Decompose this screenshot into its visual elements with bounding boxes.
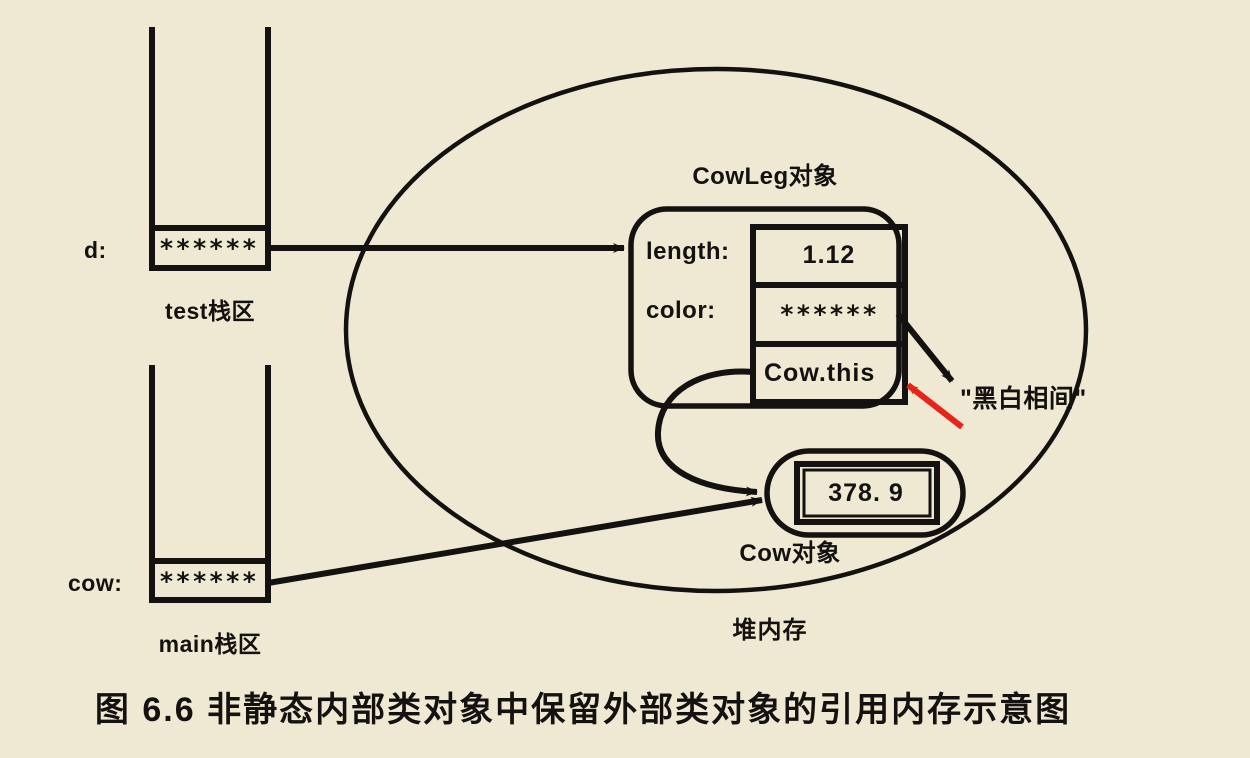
main-stack-shape <box>149 365 271 603</box>
cowleg-field-name-length: length: <box>646 238 730 265</box>
test-stack-slot-value: ****** <box>159 234 259 263</box>
cowleg-field-value-cowthis: Cow.this <box>764 359 876 387</box>
red-arrow-icon <box>906 382 964 430</box>
heap-boundary-ellipse <box>343 66 1089 594</box>
cowleg-object-title: CowLeg对象 <box>692 163 838 190</box>
arrow-cow-to-cowobject <box>267 496 763 586</box>
main-stack-variable-label: cow: <box>68 570 123 596</box>
cow-object-title: Cow对象 <box>739 540 841 567</box>
cow-object-value: 378. 9 <box>828 479 904 507</box>
test-stack-caption: test栈区 <box>165 298 255 324</box>
arrow-color-to-string <box>895 312 955 383</box>
cowleg-field-name-color: color: <box>646 297 716 324</box>
cowleg-field-table <box>750 224 908 405</box>
main-stack-caption: main栈区 <box>158 631 262 657</box>
cowleg-object-shape <box>628 206 902 409</box>
test-stack-variable-label: d: <box>84 237 107 263</box>
test-stack-shape <box>149 27 271 271</box>
arrow-cowthis-to-cowobject <box>654 368 758 497</box>
cowleg-field-value-color: ****** <box>779 300 879 329</box>
cow-object-shape <box>764 448 966 538</box>
string-literal-label: "黑白相间" <box>960 385 1087 413</box>
figure-caption: 图 6.6 非静态内部类对象中保留外部类对象的引用内存示意图 <box>94 691 1072 729</box>
cowleg-field-value-length: 1.12 <box>802 241 856 269</box>
main-stack-slot-value: ****** <box>159 567 259 596</box>
heap-label: 堆内存 <box>732 617 808 644</box>
